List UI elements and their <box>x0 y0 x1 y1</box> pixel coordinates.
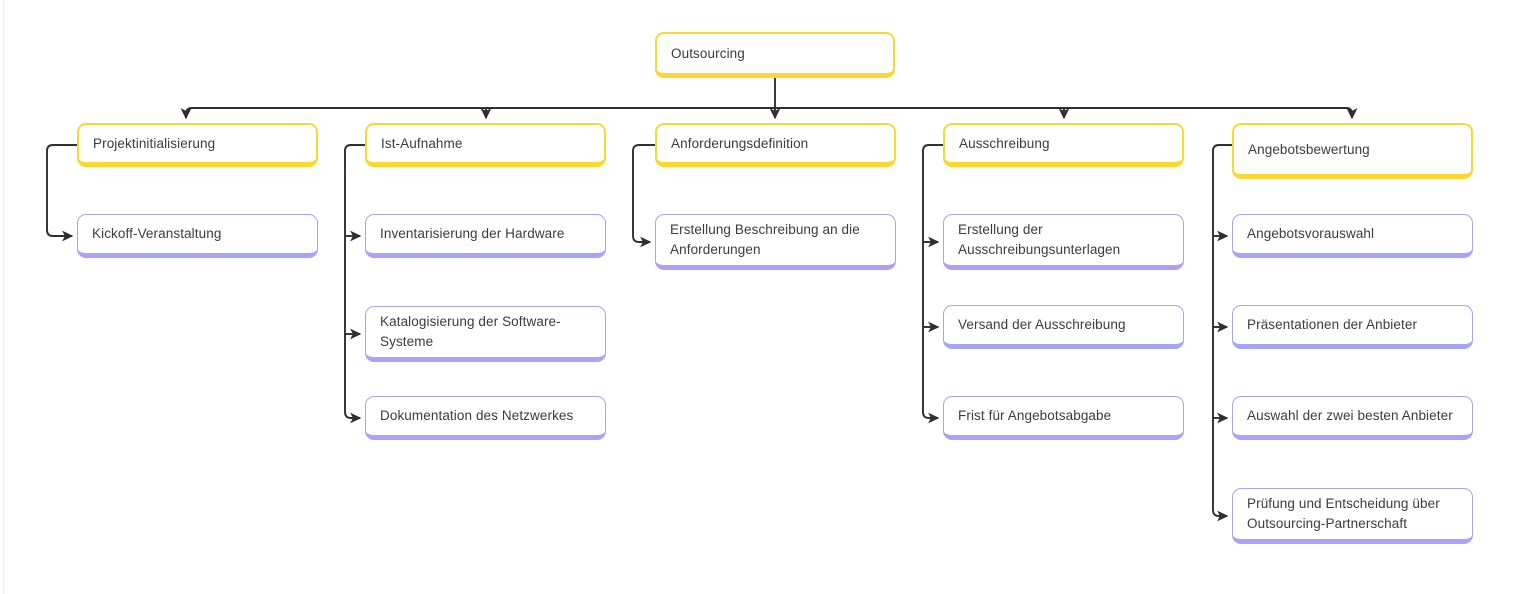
node-label: Versand der Ausschreibung <box>958 317 1126 333</box>
node-label: Präsentationen der Anbieter <box>1247 317 1418 333</box>
node-label: Frist für Angebotsabgabe <box>958 408 1112 424</box>
node-label: Projektinitialisierung <box>93 135 216 151</box>
edge-bus-right <box>775 107 1358 120</box>
node-label: Katalogisierung der Software- Systeme <box>380 314 561 349</box>
node-root-outsourcing[interactable]: Outsourcing <box>655 32 895 78</box>
node-task-kickoff-veranstaltung[interactable]: Kickoff-Veranstaltung <box>77 214 318 258</box>
edge-p3-t1 <box>632 144 655 248</box>
node-phase-projektinitialisierung[interactable]: Projektinitialisierung <box>77 123 318 167</box>
node-task-versand-der-ausschreibung[interactable]: Versand der Ausschreibung <box>943 305 1184 349</box>
node-label: Angebotsbewertung <box>1248 141 1370 157</box>
edge-bus-left <box>180 107 775 120</box>
node-task-praesentationen-der-anbieter[interactable]: Präsentationen der Anbieter <box>1232 305 1473 349</box>
node-label: Outsourcing <box>671 45 745 61</box>
node-task-auswahl-der-zwei-besten-anbieter[interactable]: Auswahl der zwei besten Anbieter <box>1232 396 1473 440</box>
node-phase-ist-aufnahme[interactable]: Ist-Aufnahme <box>365 123 606 167</box>
node-label: Angebotsvorauswahl <box>1247 226 1375 242</box>
node-task-inventarisierung-der-hardware[interactable]: Inventarisierung der Hardware <box>365 214 606 258</box>
node-phase-angebotsbewertung[interactable]: Angebotsbewertung <box>1232 123 1473 179</box>
page-edge-rule <box>3 0 4 594</box>
node-task-frist-fuer-angebotsabgabe[interactable]: Frist für Angebotsabgabe <box>943 396 1184 440</box>
node-task-erstellung-der-ausschreibungsunterlagen[interactable]: Erstellung der Ausschreibungsunterlagen <box>943 214 1184 270</box>
edge-p1-t1 <box>46 144 77 242</box>
node-label: Inventarisierung der Hardware <box>380 226 565 242</box>
node-label: Kickoff-Veranstaltung <box>92 226 222 242</box>
edge-p4-spine <box>922 144 943 424</box>
node-task-erstellung-beschreibung-an-die-anforderungen[interactable]: Erstellung Beschreibung an die Anforderu… <box>655 214 896 270</box>
node-label: Auswahl der zwei besten Anbieter <box>1247 408 1453 424</box>
edge-p5-spine <box>1212 144 1232 522</box>
node-task-katalogisierung-der-software-systeme[interactable]: Katalogisierung der Software- Systeme <box>365 306 606 362</box>
node-label: Dokumentation des Netzwerkes <box>380 408 574 424</box>
node-phase-ausschreibung[interactable]: Ausschreibung <box>943 123 1184 167</box>
node-label: Erstellung der Ausschreibungsunterlagen <box>958 222 1121 257</box>
node-task-angebotsvorauswahl[interactable]: Angebotsvorauswahl <box>1232 214 1473 258</box>
node-label: Anforderungsdefinition <box>671 135 809 151</box>
node-label: Prüfung und Entscheidung über Outsourcin… <box>1247 496 1440 531</box>
edge-p2-spine <box>344 144 365 424</box>
node-label: Ist-Aufnahme <box>381 135 463 151</box>
node-phase-anforderungsdefinition[interactable]: Anforderungsdefinition <box>655 123 896 167</box>
node-label: Erstellung Beschreibung an die Anforderu… <box>670 222 860 257</box>
node-task-pruefung-und-entscheidung-ueber-outsourcing-partnerschaft[interactable]: Prüfung und Entscheidung über Outsourcin… <box>1232 488 1473 544</box>
node-label: Ausschreibung <box>959 135 1050 151</box>
node-task-dokumentation-des-netzwerkes[interactable]: Dokumentation des Netzwerkes <box>365 396 606 440</box>
